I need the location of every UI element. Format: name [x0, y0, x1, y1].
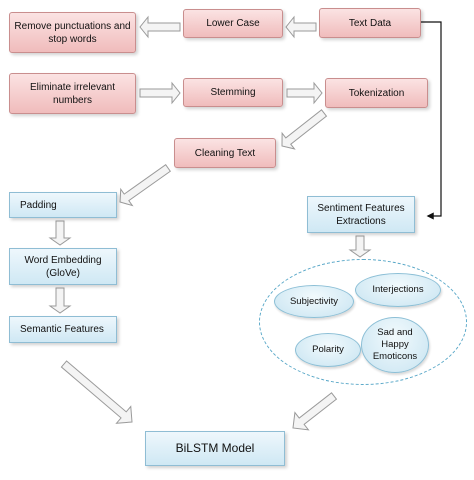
word-embedding-box: Word Embedding (GloVe): [9, 248, 117, 285]
arrow-sentiment-features-to-cluster: [348, 235, 372, 258]
arrow-word-embedding-to-semantic-features: [48, 287, 72, 314]
bilstm-model-label: BiLSTM Model: [175, 441, 255, 455]
arrow-text-data-to-lower-case: [285, 15, 317, 39]
arrow-tokenization-to-cleaning-text: [281, 109, 328, 150]
tokenization-box: Tokenization: [325, 78, 428, 108]
polarity-label: Polarity: [312, 344, 344, 355]
arrow-cleaning-text-to-padding: [119, 164, 172, 207]
word-embedding-label: Word Embedding (GloVe): [24, 254, 102, 279]
text-data-box: Text Data: [319, 8, 421, 38]
sentiment-features-label: Sentiment Features Extractions: [317, 202, 405, 227]
emoticons-oval: Sad and Happy Emoticons: [361, 317, 429, 373]
bilstm-model-box: BiLSTM Model: [145, 431, 285, 466]
subjectivity-oval: Subjectivity: [274, 285, 354, 318]
padding-label: Padding: [20, 199, 57, 211]
interjections-oval: Interjections: [355, 273, 441, 307]
cleaning-text-box: Cleaning Text: [174, 138, 276, 168]
subjectivity-label: Subjectivity: [289, 295, 339, 307]
cleaning-text-label: Cleaning Text: [194, 147, 256, 159]
remove-punctuations-label: Remove punctuations and stop words: [14, 20, 131, 45]
arrow-padding-to-word-embedding: [48, 220, 72, 246]
text-data-label: Text Data: [348, 17, 392, 29]
remove-punctuations-box: Remove punctuations and stop words: [9, 12, 136, 53]
sentiment-cluster: [259, 259, 467, 385]
eliminate-numbers-box: Eliminate irrelevant numbers: [9, 73, 136, 114]
lower-case-box: Lower Case: [183, 9, 283, 38]
semantic-features-box: Semantic Features: [9, 316, 117, 343]
interjections-label: Interjections: [372, 284, 424, 295]
arrow-eliminate-numbers-to-stemming: [139, 81, 181, 105]
arrow-cluster-to-bilstm: [292, 392, 338, 431]
connector-text-data-to-sentiment: [421, 21, 442, 220]
tokenization-label: Tokenization: [348, 87, 405, 99]
arrow-lower-case-to-remove-punctuations: [139, 15, 181, 39]
lower-case-label: Lower Case: [206, 18, 260, 29]
arrow-stemming-to-tokenization: [286, 81, 323, 105]
arrow-semantic-features-to-bilstm: [60, 360, 133, 424]
stemming-box: Stemming: [183, 78, 283, 107]
sentiment-features-box: Sentiment Features Extractions: [307, 196, 415, 233]
emoticons-label: Sad and Happy Emoticons: [372, 327, 418, 362]
eliminate-numbers-label: Eliminate irrelevant numbers: [29, 81, 116, 106]
semantic-features-label: Semantic Features: [20, 324, 104, 335]
polarity-oval: Polarity: [295, 333, 361, 367]
stemming-label: Stemming: [210, 87, 256, 98]
padding-box: Padding: [9, 192, 117, 218]
